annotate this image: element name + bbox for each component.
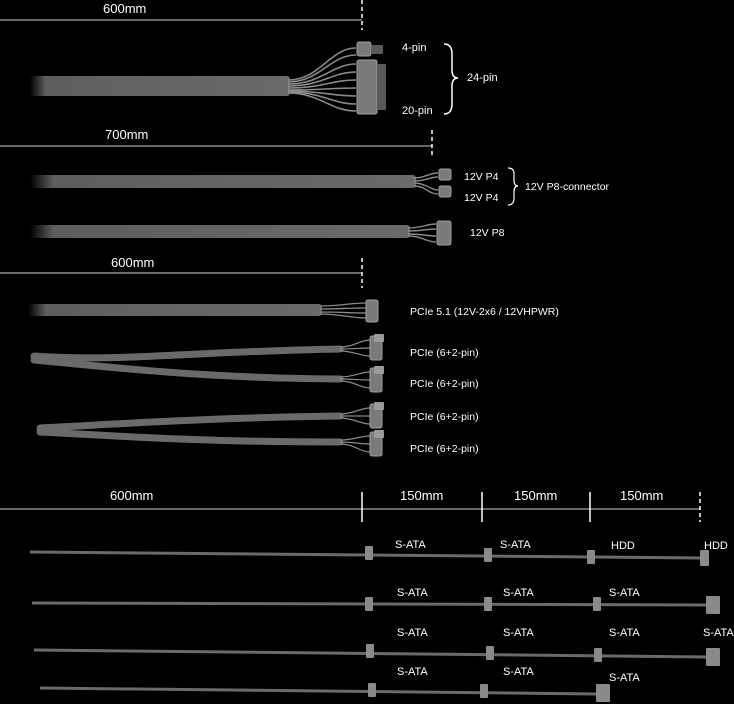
sata-row-2: S-ATA S-ATA S-ATA [31,587,720,614]
sata-row2-connector-4 [706,596,720,614]
sata-seg1-label: 150mm [400,488,443,503]
pcie5-cable [28,304,322,316]
eps-p4-a-label: 12V P4 [464,171,499,183]
sata-seg0-label: 600mm [110,488,153,503]
sata-row1-connector-3 [587,550,595,564]
pcie5-connector [365,299,379,323]
pcie-label-3: PCIe (6+2-pin) [410,411,479,423]
sata-row3-connector-2 [486,646,494,660]
atx-bracket [443,43,459,115]
sata-row2-label-1: S-ATA [397,587,428,599]
eps-p4-b-connector [438,185,452,198]
sata-row1-label-3: HDD [611,540,635,552]
sata-row4-connector-3 [596,684,610,702]
sata-seg3-label: 150mm [620,488,663,503]
sata-row2-label-2: S-ATA [503,587,534,599]
sata-row4-connector-1 [368,683,376,697]
pcie-label-2: PCIe (6+2-pin) [410,378,479,390]
eps-p4-b-label: 12V P4 [464,192,499,204]
atx-wire-fan [287,47,357,112]
sata-row1-label-1: S-ATA [395,539,426,551]
pcie-cable-3 [36,412,344,432]
sata-row3-label-1: S-ATA [397,627,428,639]
sata-row2-connector-1 [365,597,373,611]
pcie-label-4: PCIe (6+2-pin) [410,443,479,455]
sata-row4-label-3: S-ATA [609,672,640,684]
sata-row4-label-1: S-ATA [397,666,428,678]
eps-p8-cable [30,225,410,238]
sata-row3-label-4: S-ATA [703,627,734,639]
sata-cable-group: 600mm 150mm 150mm 150mm S-ATA S-ATA HDD … [0,488,734,702]
eps-length-label: 700mm [105,127,148,142]
sata-row4-connector-2 [480,684,488,698]
atx-cable-group: 600mm 4-pin 20-pin 24-pin [0,0,498,117]
atx-4pin-connector [356,41,372,57]
atx-20pin-connector [356,59,378,115]
pcie-cable-group: 600mm PCIe 5.1 (12V-2x6 / 12VHPWR) PCIe … [0,255,559,457]
atx-24pin-label: 24-pin [467,72,498,84]
sata-row1-connector-4 [700,550,709,566]
sata-row1-label-2: S-ATA [500,539,531,551]
sata-row3-label-3: S-ATA [609,627,640,639]
eps-bracket [507,167,519,206]
sata-row1-connector-2 [484,548,492,562]
eps-p8-connector [436,220,452,246]
sata-row-3: S-ATA S-ATA S-ATA S-ATA [33,627,734,666]
atx-4pin-label: 4-pin [402,42,426,54]
eps-split-cable [30,175,416,188]
pcie-length-label: 600mm [111,255,154,270]
pcie-cable-4 [36,428,344,446]
sata-row2-label-3: S-ATA [609,587,640,599]
sata-row2-connector-3 [593,597,601,611]
atx-20pin-label: 20-pin [402,105,433,117]
sata-row3-connector-1 [366,644,374,658]
sata-row-1: S-ATA S-ATA HDD HDD [29,539,728,566]
sata-row-4: S-ATA S-ATA S-ATA [39,666,640,702]
sata-row1-label-4: HDD [704,540,728,552]
eps-p4-a-connector [438,168,452,181]
pcie5-label: PCIe 5.1 (12V-2x6 / 12VHPWR) [410,306,559,318]
atx-cable-sleeve [30,76,290,96]
sata-row3-connector-3 [594,648,602,662]
pcie-cable-1 [30,345,344,362]
sata-row3-connector-4 [706,648,720,666]
pcie-label-1: PCIe (6+2-pin) [410,347,479,359]
sata-row4-label-2: S-ATA [503,666,534,678]
eps-group-label: 12V P8-connector [525,181,610,193]
sata-row2-connector-2 [484,597,492,611]
sata-row1-connector-1 [365,546,373,560]
sata-row3-label-2: S-ATA [503,627,534,639]
eps-p8-label: 12V P8 [470,227,505,239]
eps-cable-group: 700mm 12V P4 12V P4 12V P8-connector 12V… [0,127,610,246]
pcie-cable-2 [30,356,344,383]
sata-seg2-label: 150mm [514,488,557,503]
atx-length-label: 600mm [103,1,146,16]
